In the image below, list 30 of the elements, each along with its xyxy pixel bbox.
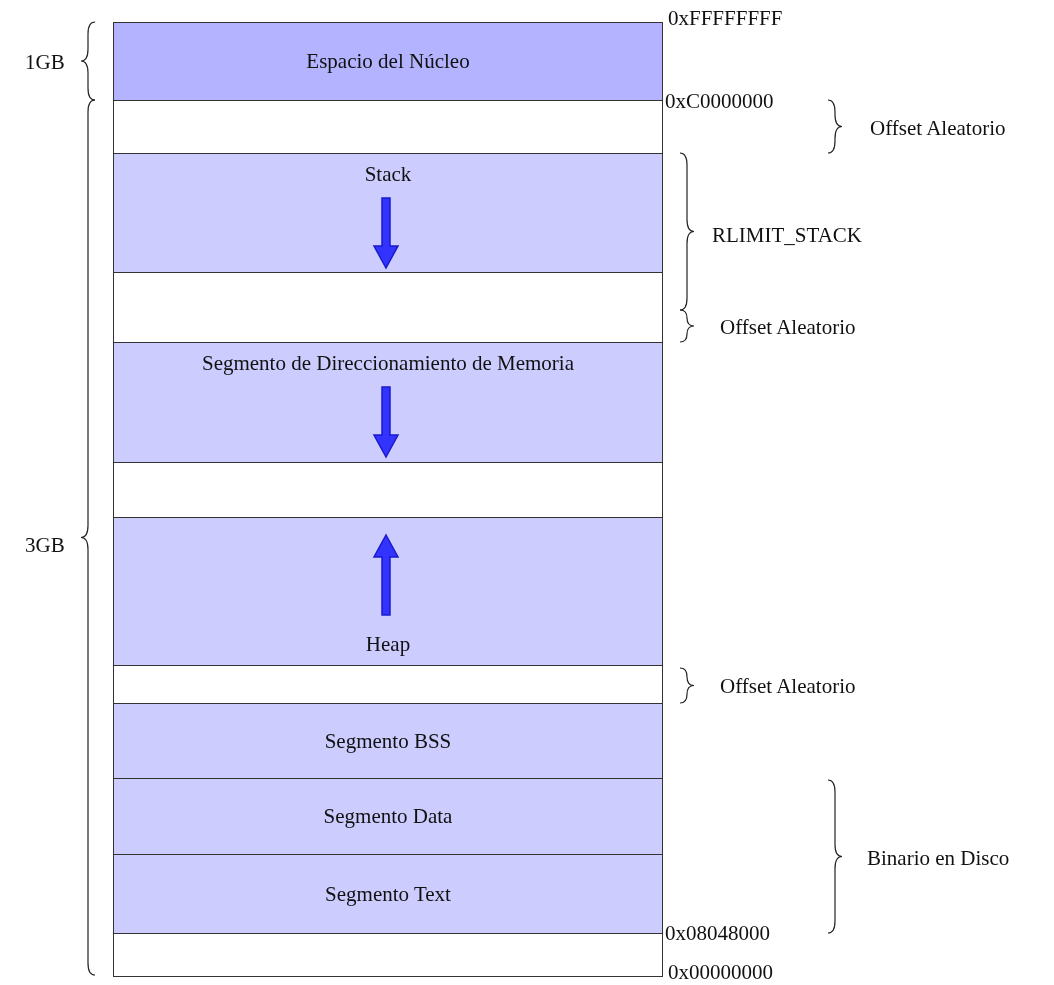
memory-segment: [113, 342, 663, 463]
address-label: 0xC0000000: [665, 88, 774, 114]
segment-label: Segmento de Direccionamiento de Memoria: [201, 350, 574, 377]
segment-label: Segmento Data: [323, 803, 453, 830]
segment-label: Segmento BSS: [324, 727, 452, 755]
brace-label: Binario en Disco: [867, 845, 1010, 871]
segment-label: Segmento Text: [325, 880, 451, 908]
brace-label: 3GB: [25, 532, 65, 558]
memory-segment: [113, 22, 663, 101]
memory-segment: [113, 703, 663, 779]
empty-memory-region: [113, 272, 663, 343]
empty-memory-region: [113, 665, 663, 704]
address-label: 0x00000000: [668, 959, 773, 985]
memory-segment: [113, 517, 663, 666]
brace-label: Offset Aleatorio: [720, 673, 856, 699]
brace-label: Offset Aleatorio: [870, 115, 1006, 141]
memory-segment: [113, 854, 663, 934]
address-label: 0x08048000: [665, 920, 770, 946]
brace-label: RLIMIT_STACK: [712, 222, 862, 248]
segment-label: Heap: [365, 631, 411, 658]
segment-label: Espacio del Núcleo: [306, 48, 470, 75]
brace-label: Offset Aleatorio: [720, 314, 856, 340]
empty-memory-region: [113, 462, 663, 518]
empty-memory-region: [113, 100, 663, 154]
memory-segment: [113, 778, 663, 855]
empty-memory-region: [113, 933, 663, 977]
segment-label: Stack: [364, 161, 412, 188]
memory-segment: [113, 153, 663, 273]
address-label: 0xFFFFFFFF: [668, 5, 783, 31]
brace-label: 1GB: [25, 49, 65, 75]
